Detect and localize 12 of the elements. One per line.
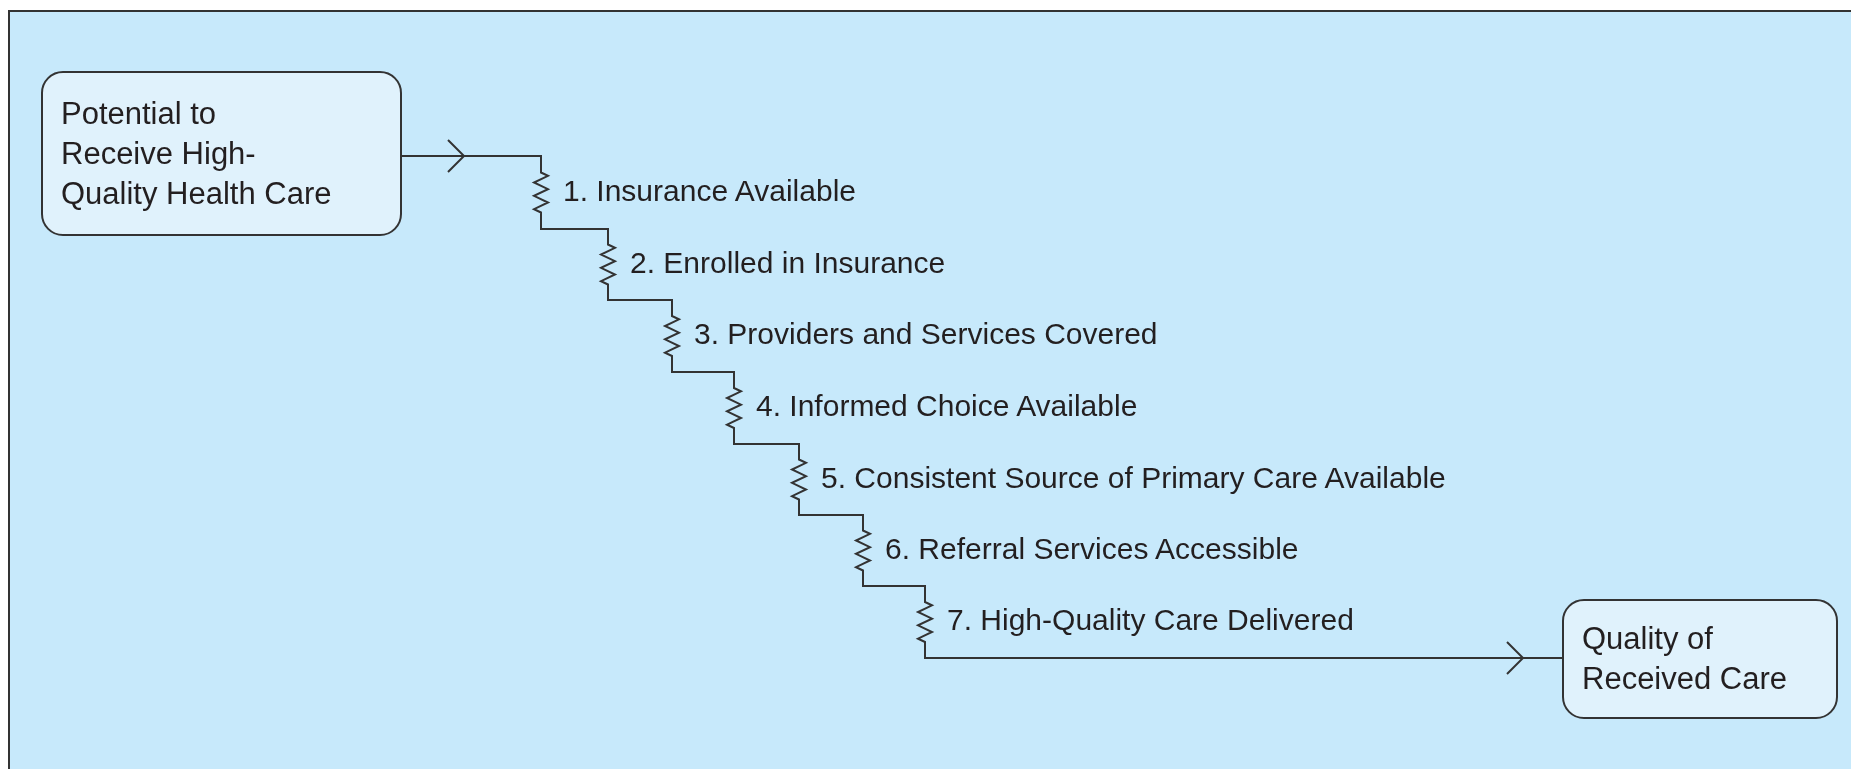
step-label: 2. Enrolled in Insurance (630, 244, 946, 281)
box-text: Quality of Received Care (1582, 620, 1789, 698)
box-text: Potential to Receive High-Quality Health Care (61, 94, 333, 213)
stepped-connector (401, 139, 1563, 675)
step-label: 7. High-Quality Care Delivered (947, 602, 1354, 638)
step-label: 5. Consistent Source of Primary Care Available (821, 459, 1446, 496)
step-label: 1. Insurance Available (563, 172, 856, 209)
step-label: 6. Referral Services Accessible (885, 530, 1299, 567)
step-label: 3. Providers and Services Covered (694, 316, 1158, 352)
rounded-box (41, 71, 402, 236)
rounded-box (1562, 599, 1838, 719)
step-label: 4. Informed Choice Available (756, 388, 1138, 424)
